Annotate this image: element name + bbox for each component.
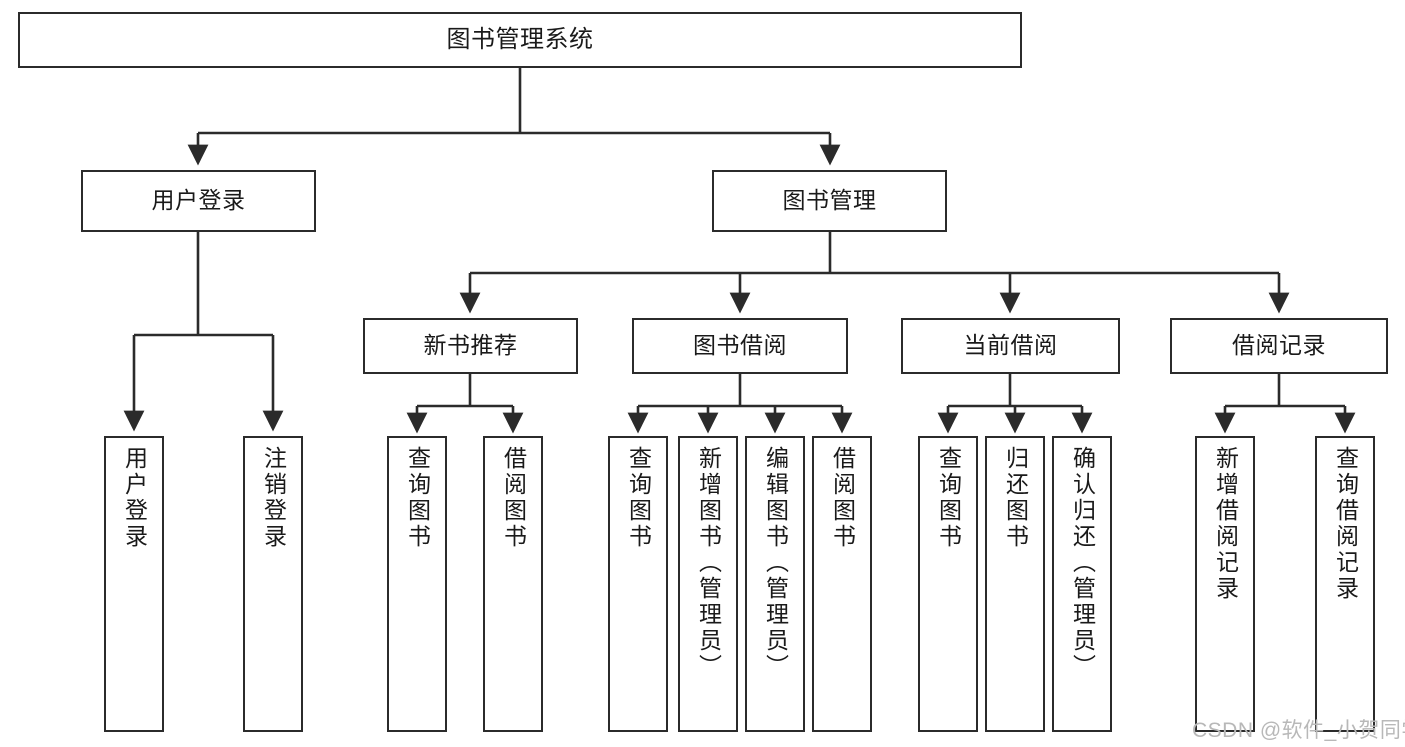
leaf-return-book-label: 归还图书	[1002, 446, 1029, 550]
leaf-borrow-book-1[interactable]: 借阅图书	[483, 436, 543, 732]
leaf-edit-book-admin[interactable]: 编辑图书（管理员）	[745, 436, 805, 732]
node-root-label: 图书管理系统	[446, 25, 594, 53]
leaf-confirm-return-admin-label: 确认归还（管理员）	[1069, 446, 1096, 680]
leaf-add-book-admin-label: 新增图书（管理员）	[695, 446, 722, 680]
leaf-user-login[interactable]: 用户登录	[104, 436, 164, 732]
leaf-borrow-book-1-label: 借阅图书	[500, 446, 527, 550]
node-borrow-record[interactable]: 借阅记录	[1170, 318, 1388, 374]
node-new-book-recommend[interactable]: 新书推荐	[363, 318, 578, 374]
node-book-borrow-label: 图书借阅	[693, 332, 787, 359]
node-new-book-recommend-label: 新书推荐	[423, 332, 518, 359]
leaf-return-book[interactable]: 归还图书	[985, 436, 1045, 732]
leaf-query-book-1-label: 查询图书	[404, 446, 431, 550]
leaf-confirm-return-admin[interactable]: 确认归还（管理员）	[1052, 436, 1112, 732]
leaf-query-book-3[interactable]: 查询图书	[918, 436, 978, 732]
leaf-logout-login-label: 注销登录	[260, 446, 287, 550]
node-borrow-record-label: 借阅记录	[1232, 332, 1326, 359]
leaf-add-book-admin[interactable]: 新增图书（管理员）	[678, 436, 738, 732]
node-user-login-label: 用户登录	[151, 187, 246, 214]
node-current-borrow-label: 当前借阅	[963, 332, 1058, 359]
leaf-query-borrow-record[interactable]: 查询借阅记录	[1315, 436, 1375, 732]
leaf-query-book-2-label: 查询图书	[625, 446, 652, 550]
node-book-borrow[interactable]: 图书借阅	[632, 318, 848, 374]
leaf-user-login-label: 用户登录	[121, 446, 148, 550]
leaf-logout-login[interactable]: 注销登录	[243, 436, 303, 732]
leaf-add-borrow-record[interactable]: 新增借阅记录	[1195, 436, 1255, 732]
node-book-manage[interactable]: 图书管理	[712, 170, 947, 232]
leaf-borrow-book-2[interactable]: 借阅图书	[812, 436, 872, 732]
leaf-add-borrow-record-label: 新增借阅记录	[1212, 446, 1239, 602]
node-user-login[interactable]: 用户登录	[81, 170, 316, 232]
node-root[interactable]: 图书管理系统	[18, 12, 1022, 68]
node-book-manage-label: 图书管理	[782, 187, 877, 214]
leaf-query-book-3-label: 查询图书	[935, 446, 962, 550]
leaf-query-book-2[interactable]: 查询图书	[608, 436, 668, 732]
leaf-edit-book-admin-label: 编辑图书（管理员）	[762, 446, 789, 680]
watermark: CSDN @软件_小贺同学	[1192, 719, 1405, 742]
leaf-borrow-book-2-label: 借阅图书	[829, 446, 856, 550]
leaf-query-book-1[interactable]: 查询图书	[387, 436, 447, 732]
node-current-borrow[interactable]: 当前借阅	[901, 318, 1120, 374]
leaf-query-borrow-record-label: 查询借阅记录	[1332, 446, 1359, 602]
